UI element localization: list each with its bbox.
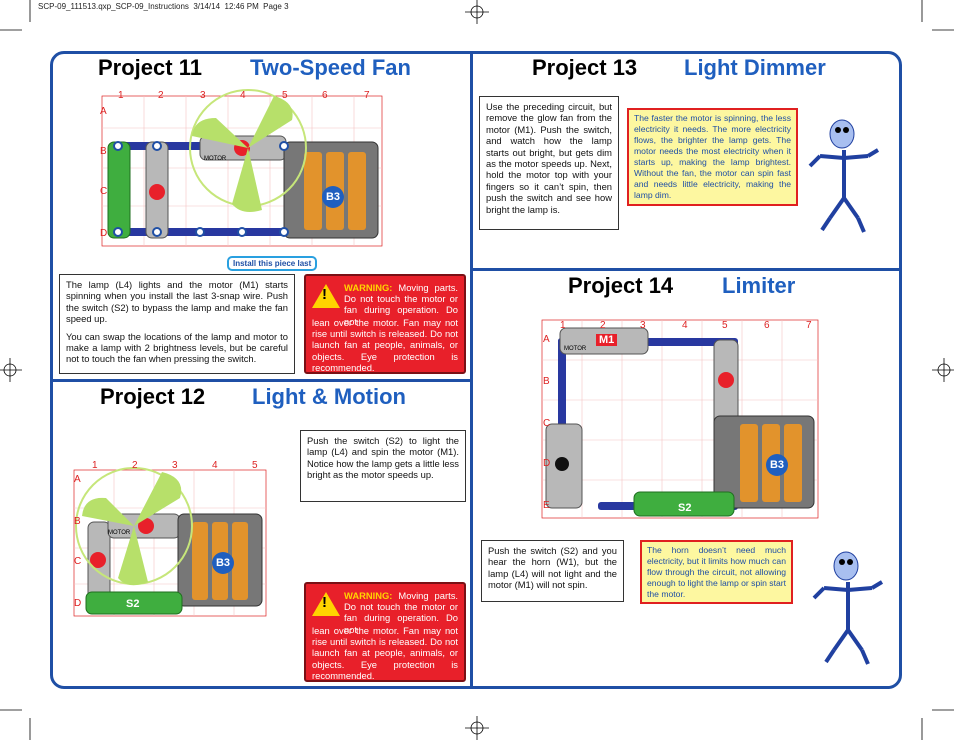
p12-col-4: 4 bbox=[212, 460, 218, 471]
project13-name: Light Dimmer bbox=[684, 55, 826, 80]
p11-row-d: D bbox=[100, 228, 108, 239]
project13-para: Use the preceding circuit, but remove th… bbox=[486, 101, 612, 215]
warning-rest: lean over the motor. Fan may not rise un… bbox=[312, 317, 458, 373]
project13-note: The faster the motor is spinning, the le… bbox=[627, 108, 798, 206]
project13-description: Use the preceding circuit, but remove th… bbox=[479, 96, 619, 230]
p12-switch-label: S2 bbox=[126, 598, 140, 610]
p11-battery-label: B3 bbox=[322, 186, 344, 208]
p12-col-5: 5 bbox=[252, 460, 258, 471]
project14-circuit bbox=[541, 319, 819, 519]
project11-warning: ! WARNING: Moving parts. Do not touch th… bbox=[304, 274, 466, 374]
warning-title: WARNING: bbox=[344, 590, 393, 601]
project14-para: Push the switch (S2) and you hear the ho… bbox=[488, 545, 617, 591]
p11-row-c: C bbox=[100, 186, 108, 197]
p14-battery-label: B3 bbox=[766, 454, 788, 476]
p11-col-1: 1 bbox=[118, 90, 124, 101]
p14-row-b: B bbox=[543, 376, 550, 387]
left-divider bbox=[53, 379, 471, 382]
install-last-label: Install this piece last bbox=[227, 256, 318, 271]
p14-motor-label: M1 bbox=[596, 334, 618, 346]
project14-name: Limiter bbox=[722, 273, 796, 298]
p14-row-e: E bbox=[543, 500, 550, 511]
mascot-icon bbox=[812, 551, 884, 665]
p14-row-a: A bbox=[543, 334, 550, 345]
project12-para: Push the switch (S2) to light the lamp (… bbox=[307, 435, 459, 481]
p12-row-d: D bbox=[74, 598, 82, 609]
project11-circuit bbox=[101, 89, 383, 247]
project11-number: Project 11 bbox=[98, 55, 202, 80]
warning-lead: Moving parts. Do not touch the motor or … bbox=[344, 590, 458, 635]
p14-motor-text: MOTOR bbox=[564, 346, 587, 352]
project12-circuit bbox=[73, 467, 267, 617]
project14-description: Push the switch (S2) and you hear the ho… bbox=[481, 540, 624, 602]
p14-row-d: D bbox=[543, 458, 551, 469]
page-frame bbox=[50, 51, 902, 689]
p14-col-2: 2 bbox=[600, 320, 606, 331]
warning-lead: Moving parts. Do not touch the motor or … bbox=[344, 282, 458, 327]
project11-description: The lamp (L4) lights and the motor (M1) … bbox=[59, 274, 295, 374]
p14-col-3: 3 bbox=[640, 320, 646, 331]
warning-icon bbox=[312, 284, 340, 308]
p14-switch-label: S2 bbox=[678, 502, 692, 514]
p11-col-6: 6 bbox=[322, 90, 328, 101]
p11-col-3: 3 bbox=[200, 90, 206, 101]
p11-row-b: B bbox=[100, 146, 107, 157]
project11-para1: The lamp (L4) lights and the motor (M1) … bbox=[66, 279, 288, 325]
p11-col-2: 2 bbox=[158, 90, 164, 101]
project11-para2: You can swap the locations of the lamp a… bbox=[66, 330, 288, 365]
project13-number: Project 13 bbox=[532, 55, 638, 80]
p12-battery-label: B3 bbox=[212, 552, 234, 574]
right-divider bbox=[472, 268, 899, 271]
p14-col-7: 7 bbox=[806, 320, 812, 331]
p12-motor-label: MOTOR bbox=[108, 530, 131, 536]
file-header: SCP-09_111513.qxp_SCP-09_Instructions 3/… bbox=[38, 2, 289, 11]
p14-col-4: 4 bbox=[682, 320, 688, 331]
p12-row-b: B bbox=[74, 516, 81, 527]
p11-col-7: 7 bbox=[364, 90, 370, 101]
p12-col-3: 3 bbox=[172, 460, 178, 471]
p11-row-a: A bbox=[100, 106, 107, 117]
warning-rest: lean over the motor. Fan may not rise un… bbox=[312, 625, 458, 681]
p14-col-5: 5 bbox=[722, 320, 728, 331]
p14-row-c: C bbox=[543, 418, 551, 429]
project11-name: Two-Speed Fan bbox=[250, 55, 411, 80]
project12-description: Push the switch (S2) to light the lamp (… bbox=[300, 430, 466, 502]
project12-warning: ! WARNING: Moving parts. Do not touch th… bbox=[304, 582, 466, 682]
p12-col-2: 2 bbox=[132, 460, 138, 471]
p12-row-c: C bbox=[74, 556, 82, 567]
p14-col-1: 1 bbox=[560, 320, 566, 331]
p11-col-4: 4 bbox=[240, 90, 246, 101]
warning-title: WARNING: bbox=[344, 282, 393, 293]
project14-number: Project 14 bbox=[568, 273, 674, 298]
mascot-icon bbox=[808, 119, 880, 233]
warning-icon bbox=[312, 592, 340, 616]
project12-number: Project 12 bbox=[100, 384, 206, 409]
p11-motor-label: MOTOR bbox=[204, 156, 227, 162]
p12-col-1: 1 bbox=[92, 460, 98, 471]
project14-note: The horn doesn’t need much electricity, … bbox=[640, 540, 793, 604]
project12-name: Light & Motion bbox=[252, 384, 406, 409]
p11-col-5: 5 bbox=[282, 90, 288, 101]
p12-row-a: A bbox=[74, 474, 81, 485]
p14-col-6: 6 bbox=[764, 320, 770, 331]
column-divider bbox=[470, 54, 473, 687]
